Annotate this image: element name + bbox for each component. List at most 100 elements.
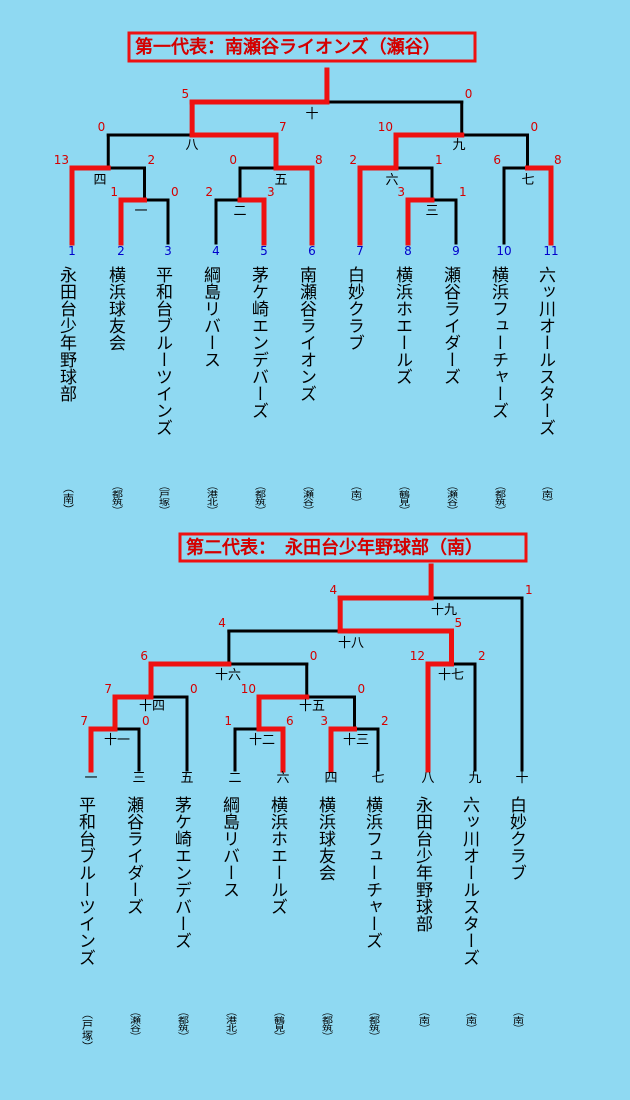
bracket-title: 第二代表： 永田台少年野球部（南） xyxy=(186,537,483,559)
team-area: （戸塚） xyxy=(158,482,171,514)
match-round-label: 十五 xyxy=(299,699,325,714)
match-round-label: 八 xyxy=(185,138,198,153)
match-round-label: 十九 xyxy=(431,603,457,618)
match-round-label: 一 xyxy=(134,204,147,219)
match-round-label: 六 xyxy=(385,173,398,188)
team-name: 茅ケ崎エンデバーズ xyxy=(171,796,192,949)
match-score: 0 xyxy=(358,682,366,696)
team-seed: 六 xyxy=(276,771,289,786)
team-area: （都筑） xyxy=(177,1008,190,1040)
bracket-lines xyxy=(88,563,524,773)
team-name: 横浜フューチャーズ xyxy=(362,796,383,949)
match-round-label: 十七 xyxy=(438,668,464,683)
match-score: 6 xyxy=(493,153,501,167)
match-score: 2 xyxy=(478,649,486,663)
match-score: 8 xyxy=(315,153,323,167)
team-area: （戸塚） xyxy=(81,1008,94,1052)
team-seed: 五 xyxy=(180,771,193,786)
match-score: 2 xyxy=(205,185,213,199)
match-score: 5 xyxy=(181,87,189,101)
team-name: 平和台ブルーツインズ xyxy=(75,796,96,966)
match-score: 8 xyxy=(554,153,562,167)
match-score: 10 xyxy=(378,120,393,134)
team-seed: 5 xyxy=(260,244,268,258)
team-name: 横浜ホエールズ xyxy=(267,796,288,915)
team-seed: 6 xyxy=(308,244,316,258)
team-name: 瀬谷ライダーズ xyxy=(440,266,461,385)
team-seed: 8 xyxy=(404,244,412,258)
team-area: （南） xyxy=(465,1008,478,1032)
match-round-label: 九 xyxy=(452,138,465,153)
match-round-label: 三 xyxy=(425,204,438,219)
team-area: （都筑） xyxy=(111,482,124,514)
team-name: 永田台少年野球部 xyxy=(412,796,433,932)
team-column: 2 横浜球友会 （都筑） xyxy=(105,244,126,514)
match-score: 0 xyxy=(190,682,198,696)
team-seed: 11 xyxy=(543,244,558,258)
team-area: （都筑） xyxy=(254,482,267,514)
team-area: （鶴見） xyxy=(398,482,411,514)
team-name: 瀬谷ライダーズ xyxy=(123,796,144,915)
match-round-label: 二 xyxy=(233,204,246,219)
team-name: 白妙クラブ xyxy=(344,266,365,351)
team-name: 六ッ川オールスターズ xyxy=(459,796,480,966)
team-name: 横浜フューチャーズ xyxy=(488,266,509,419)
team-name: 横浜球友会 xyxy=(315,796,336,881)
match-score: 0 xyxy=(98,120,106,134)
team-seed: 2 xyxy=(117,244,125,258)
team-area: （瀬谷） xyxy=(446,482,459,514)
match-score: 2 xyxy=(349,153,357,167)
team-seed: 1 xyxy=(68,244,76,258)
team-area: （南） xyxy=(418,1008,431,1032)
team-area: （南） xyxy=(541,482,554,506)
team-seed: 十 xyxy=(515,771,528,786)
match-score: 3 xyxy=(320,714,328,728)
team-seed: 4 xyxy=(212,244,220,258)
team-area: （港北） xyxy=(225,1008,238,1040)
match-score: 7 xyxy=(80,714,88,728)
match-score: 13 xyxy=(54,153,69,167)
match-score: 6 xyxy=(140,649,148,663)
team-area: （南） xyxy=(350,482,363,506)
team-name: 平和台ブルーツインズ xyxy=(152,266,173,436)
match-round-label: 七 xyxy=(521,173,534,188)
match-round-label: 十三 xyxy=(343,733,369,748)
match-round-label: 五 xyxy=(274,173,287,188)
team-seed: 7 xyxy=(356,244,364,258)
team-seed: 10 xyxy=(496,244,511,258)
team-area: （都筑） xyxy=(321,1008,334,1040)
match-score: 1 xyxy=(224,714,232,728)
team-column: 11 六ッ川オールスターズ （南） xyxy=(535,244,559,506)
match-score: 0 xyxy=(142,714,150,728)
match-score: 12 xyxy=(410,649,425,663)
match-score: 3 xyxy=(397,185,405,199)
match-round-label: 十四 xyxy=(139,699,165,714)
match-score: 0 xyxy=(465,87,473,101)
match-score: 5 xyxy=(455,616,463,630)
team-name: 横浜球友会 xyxy=(105,266,126,351)
match-round-label: 四 xyxy=(93,173,106,188)
team-area: （鶴見） xyxy=(273,1008,286,1040)
title-box xyxy=(178,532,528,563)
match-score: 0 xyxy=(229,153,237,167)
team-area: （南） xyxy=(62,482,75,515)
team-seed: 九 xyxy=(468,771,481,786)
match-score: 0 xyxy=(310,649,318,663)
team-name: 六ッ川オールスターズ xyxy=(535,266,556,436)
team-area: （瀬谷） xyxy=(129,1008,142,1040)
team-area: （都筑） xyxy=(368,1008,381,1040)
team-seed: 八 xyxy=(421,771,434,786)
team-name: 横浜ホエールズ xyxy=(392,266,413,385)
team-area: （南） xyxy=(512,1008,525,1032)
